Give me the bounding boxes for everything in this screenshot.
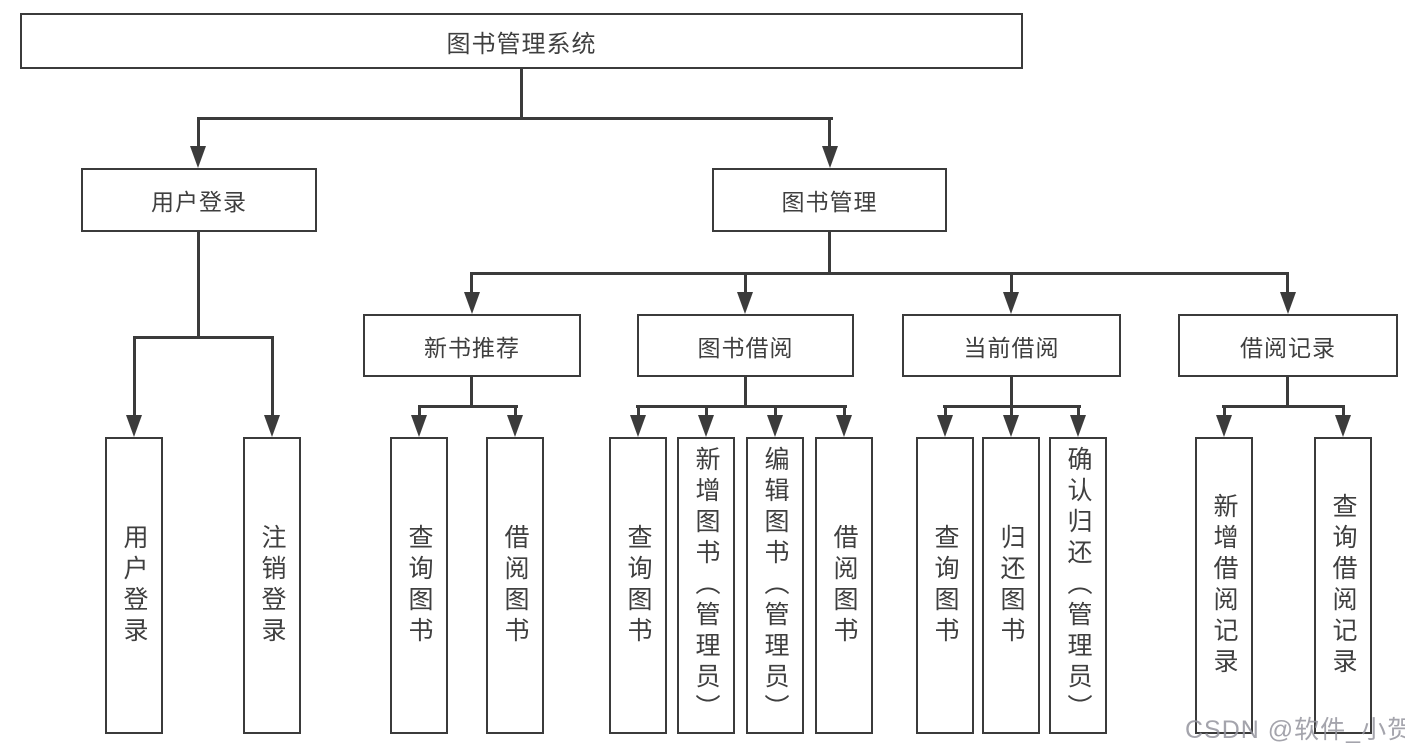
arrow-down-icon [1216, 415, 1232, 437]
leaf-query-books: 查询图书 [390, 437, 448, 734]
node-library-management-system: 图书管理系统 [20, 13, 1023, 69]
arrow-down-icon [1280, 292, 1296, 314]
connector-line [470, 377, 473, 408]
node-book-management: 图书管理 [712, 168, 947, 232]
arrow-down-icon [264, 415, 280, 437]
leaf-logout: 注销登录 [243, 437, 301, 734]
connector-line [744, 272, 747, 296]
arrow-down-icon [737, 292, 753, 314]
connector-line [418, 405, 518, 408]
connector-line [744, 377, 747, 408]
connector-line [828, 232, 831, 275]
connector-line [636, 405, 847, 408]
arrow-down-icon [126, 415, 142, 437]
leaf-confirm-return-admin: 确认归还（管理员） [1049, 437, 1107, 734]
connector-line [637, 405, 640, 418]
node-current-borrowing: 当前借阅 [902, 314, 1121, 377]
leaf-edit-books-admin: 编辑图书（管理员） [746, 437, 804, 734]
connector-line [197, 232, 200, 339]
node-book-borrowing: 图书借阅 [637, 314, 854, 377]
connector-line [133, 336, 274, 339]
connector-line [1222, 405, 1345, 408]
leaf-return-books: 归还图书 [982, 437, 1040, 734]
arrow-down-icon [1070, 415, 1086, 437]
connector-line [470, 272, 1289, 275]
connector-line [1077, 405, 1080, 418]
leaf-user-login: 用户登录 [105, 437, 163, 734]
connector-line [1342, 405, 1345, 418]
connector-line [1010, 377, 1013, 408]
arrow-down-icon [630, 415, 646, 437]
arrow-down-icon [464, 292, 480, 314]
connector-line [774, 405, 777, 418]
arrow-down-icon [1003, 415, 1019, 437]
connector-line [197, 117, 833, 120]
connector-line [418, 405, 421, 418]
csdn-watermark: CSDN @软件_小贺同学 [1185, 716, 1405, 744]
connector-line [197, 117, 200, 149]
connector-line [470, 272, 473, 296]
connector-line [843, 405, 846, 418]
arrow-down-icon [190, 146, 206, 168]
connector-line [271, 336, 274, 418]
connector-line [520, 69, 523, 119]
connector-line [1223, 405, 1226, 418]
node-new-book-recommendation: 新书推荐 [363, 314, 581, 377]
connector-line [1286, 272, 1289, 296]
arrow-down-icon [937, 415, 953, 437]
connector-line [705, 405, 708, 418]
connector-line [1010, 272, 1013, 296]
node-borrowing-records: 借阅记录 [1178, 314, 1398, 377]
connector-line [1286, 377, 1289, 408]
connector-line [944, 405, 947, 418]
leaf-query-books: 查询图书 [609, 437, 667, 734]
arrow-down-icon [836, 415, 852, 437]
connector-line [514, 405, 517, 418]
node-user-login: 用户登录 [81, 168, 317, 232]
arrow-down-icon [822, 146, 838, 168]
arrow-down-icon [507, 415, 523, 437]
connector-line [828, 117, 831, 149]
connector-line [133, 336, 136, 418]
leaf-query-borrow-record: 查询借阅记录 [1314, 437, 1372, 734]
arrow-down-icon [1335, 415, 1351, 437]
leaf-query-books: 查询图书 [916, 437, 974, 734]
connector-line [1010, 405, 1013, 418]
arrow-down-icon [411, 415, 427, 437]
leaf-borrow-books: 借阅图书 [815, 437, 873, 734]
arrow-down-icon [767, 415, 783, 437]
leaf-borrow-books: 借阅图书 [486, 437, 544, 734]
arrow-down-icon [698, 415, 714, 437]
leaf-add-borrow-record: 新增借阅记录 [1195, 437, 1253, 734]
arrow-down-icon [1003, 292, 1019, 314]
leaf-add-books-admin: 新增图书（管理员） [677, 437, 735, 734]
